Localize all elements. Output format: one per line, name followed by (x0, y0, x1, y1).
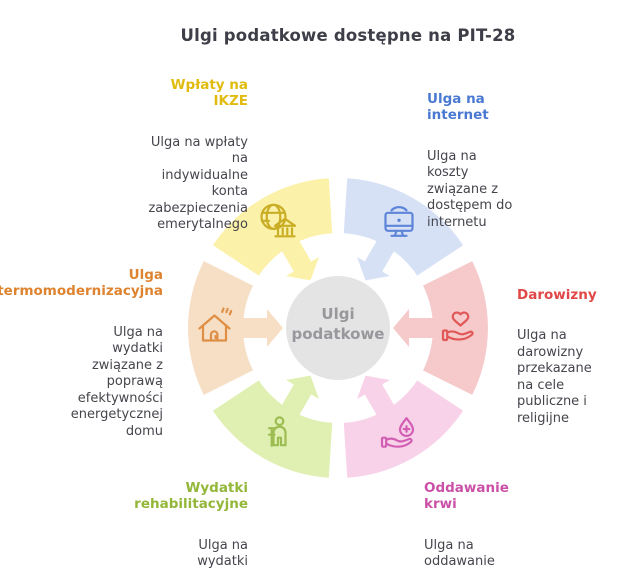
section-termo: Ulga termomodernizacyjna Ulga na wydatki… (0, 248, 163, 459)
section-rehab-heading: Wydatki rehabilitacyjne (134, 480, 248, 513)
section-darowizny-heading: Darowizny (517, 287, 597, 303)
section-darowizny: Darowizny Ulga na darowizny przekazane n… (517, 268, 635, 446)
center-label: Ulgi podatkowe (291, 305, 385, 343)
segment-ikze (212, 178, 333, 276)
section-termo-heading: Ulga termomodernizacyjna (0, 267, 163, 300)
section-rehab: Wydatki rehabilitacyjne Ulga na wydatki … (88, 461, 248, 568)
arrow-internet (357, 239, 396, 281)
center-circle (286, 276, 390, 380)
section-termo-body: Ulga na wydatki związane z poprawą efekt… (70, 324, 163, 439)
arrow-rehab (280, 375, 319, 417)
section-rehab-body: Ulga na wydatki związane z rehabilitacją (197, 537, 248, 568)
section-ikze-heading: Wpłaty na IKZE (170, 77, 248, 110)
section-krew-heading: Oddawanie krwi (424, 480, 509, 513)
section-krew: Oddawanie krwi Ulga na oddawanie krwi (424, 461, 556, 568)
section-ikze-body: Ulga na wpłaty na indywidualne konta zab… (148, 134, 248, 233)
segment-darowizny (423, 261, 488, 395)
section-krew-body: Ulga na oddawanie krwi (424, 537, 495, 568)
section-internet-body: Ulga na koszty związane z dostępem do in… (427, 148, 513, 230)
segment-internet (343, 178, 464, 276)
segment-termo (188, 261, 253, 395)
ring-segments (188, 178, 488, 478)
arrow-krew (357, 375, 396, 417)
page-title: Ulgi podatkowe dostępne na PIT-28 (180, 26, 516, 45)
arrow-termo (241, 309, 283, 347)
section-darowizny-body: Ulga na darowizny przekazane na cele pub… (517, 328, 592, 426)
section-internet: Ulga na internet Ulga na koszty związane… (427, 72, 552, 250)
section-internet-heading: Ulga na internet (427, 91, 489, 124)
arrow-darowizny (393, 309, 435, 347)
arrow-ikze (280, 239, 319, 281)
section-ikze: Wpłaty na IKZE Ulga na wpłaty na indywid… (98, 58, 248, 253)
